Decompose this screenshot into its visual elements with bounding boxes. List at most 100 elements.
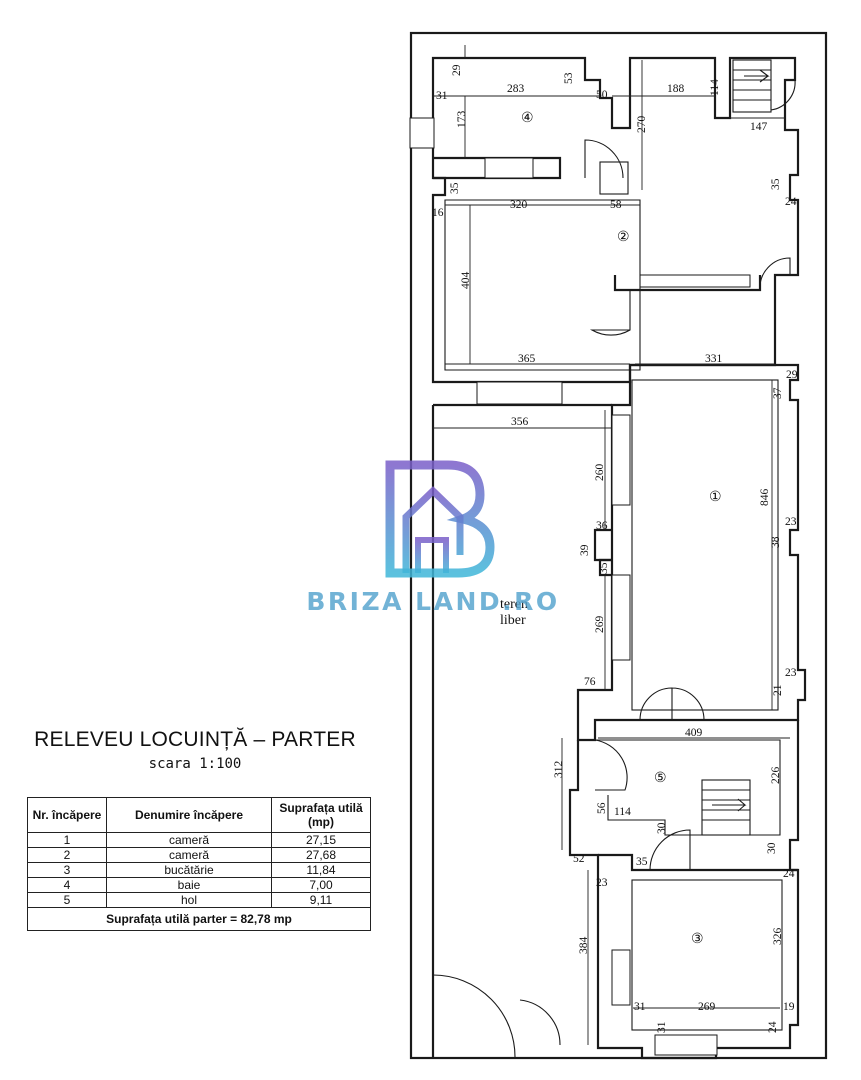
stair-top-door (770, 79, 796, 111)
stair-lower (701, 779, 751, 836)
cell-name: bucătărie (106, 862, 272, 878)
double-door (639, 687, 705, 721)
wall-notch-b (598, 558, 612, 577)
stair-lower-lines (702, 789, 750, 821)
dim: 58 (610, 199, 622, 211)
yard-window-1 (611, 414, 631, 506)
room-table: Nr. încăpere Denumire încăpere Suprafața… (27, 797, 371, 931)
table-header-row: Nr. încăpere Denumire încăpere Suprafața… (27, 797, 371, 833)
dim: 23 (785, 516, 797, 528)
dim: 56 (596, 802, 608, 814)
yard-wall (431, 403, 612, 1058)
dim: 38 (770, 536, 782, 548)
title-block: RELEVEU LOCUINȚĂ – PARTER scara 1:100 (20, 728, 370, 772)
hall-kitchen-wall (598, 853, 798, 872)
room-5-label: ⑤ (654, 771, 667, 786)
total-area: Suprafața utilă parter = 82,78 mp (27, 907, 371, 931)
dim: 31 (656, 1021, 668, 1033)
window-bottom-2 (476, 381, 563, 405)
dim: 114 (709, 79, 721, 96)
dim: 24 (783, 868, 795, 880)
hall-door-swing (594, 739, 628, 791)
dim: 269 (594, 616, 606, 634)
room-1-label: ① (709, 490, 722, 505)
watermark-text: BRIZA LAND.RO (306, 587, 560, 616)
cell-area: 9,11 (271, 892, 371, 908)
dim: 404 (460, 272, 472, 290)
dim: 29 (786, 369, 798, 381)
col-header-name: Denumire încăpere (106, 797, 272, 833)
dim: 52 (573, 853, 585, 865)
dim: 29 (451, 64, 463, 76)
dim: 356 (511, 416, 529, 428)
dim: 16 (432, 207, 444, 219)
dimension-labels: 29 283 53 31 50 188 114 173 270 147 35 2… (432, 64, 798, 1033)
kitchen-window (611, 949, 631, 1006)
dim: 30 (766, 842, 778, 854)
dim: 39 (579, 544, 591, 556)
cell-nr: 3 (27, 862, 107, 878)
wall-notch-a (593, 528, 612, 562)
yard-gate-swing (432, 974, 561, 1059)
dim: 23 (596, 877, 608, 889)
dim: 147 (750, 121, 768, 133)
plan-title: RELEVEU LOCUINȚĂ – PARTER (34, 728, 356, 751)
dim: 384 (578, 937, 590, 955)
kitchen-door-swing (649, 829, 691, 871)
room-2-label: ② (617, 230, 630, 245)
room-4-label: ④ (521, 111, 534, 126)
dim: 188 (667, 83, 685, 95)
table-row: 2 cameră 27,68 (27, 847, 371, 863)
dim: 312 (553, 761, 565, 779)
bath-window (409, 117, 435, 149)
dim: 326 (772, 928, 784, 946)
dim: 173 (456, 111, 468, 129)
cell-name: baie (106, 877, 272, 893)
cell-area: 27,68 (271, 847, 371, 863)
dim: 269 (698, 1001, 716, 1013)
cell-area: 7,00 (271, 877, 371, 893)
yard-window-2 (611, 574, 631, 661)
table-row: 4 baie 7,00 (27, 877, 371, 893)
watermark-logo-icon (385, 460, 495, 578)
cell-nr: 4 (27, 877, 107, 893)
room2-inner (444, 199, 641, 371)
lot-boundary (409, 31, 828, 1060)
room-3-label: ③ (691, 932, 704, 947)
plan-scale: scara 1:100 (148, 756, 242, 772)
room1-inner (631, 379, 779, 711)
dim: 114 (614, 806, 631, 818)
dim: 226 (770, 767, 782, 785)
dim: 35 (449, 182, 461, 194)
dim: 35 (636, 856, 648, 868)
dim: 320 (510, 199, 528, 211)
kitchen-window-bottom (654, 1034, 718, 1056)
house-lower-outline (568, 720, 800, 1060)
dim: 846 (759, 489, 771, 507)
cell-name: cameră (106, 847, 272, 863)
dim: 283 (507, 83, 525, 95)
window-2-1 (639, 274, 751, 288)
door-2-swing (589, 290, 631, 336)
watermark: BRIZA LAND.RO (298, 455, 568, 625)
dim: 35 (598, 562, 610, 574)
dim: 260 (594, 464, 606, 482)
cell-area: 27,15 (271, 832, 371, 848)
yard-label-2: liber (500, 613, 526, 628)
dim: 331 (705, 353, 723, 365)
table-row: 3 bucătărie 11,84 (27, 862, 371, 878)
cell-nr: 5 (27, 892, 107, 908)
dim: 365 (518, 353, 536, 365)
yard-label-1: teren (500, 597, 528, 612)
dim: 36 (596, 520, 608, 532)
table-row: 1 cameră 27,15 (27, 832, 371, 848)
bath-window-frame (484, 157, 534, 179)
cell-name: hol (106, 892, 272, 908)
dim: 37 (772, 387, 784, 399)
house-upper-outline (431, 56, 800, 384)
bath-fixture (599, 161, 629, 195)
stair-top (732, 59, 772, 113)
dim: 53 (563, 72, 575, 84)
dim: 21 (772, 684, 784, 696)
